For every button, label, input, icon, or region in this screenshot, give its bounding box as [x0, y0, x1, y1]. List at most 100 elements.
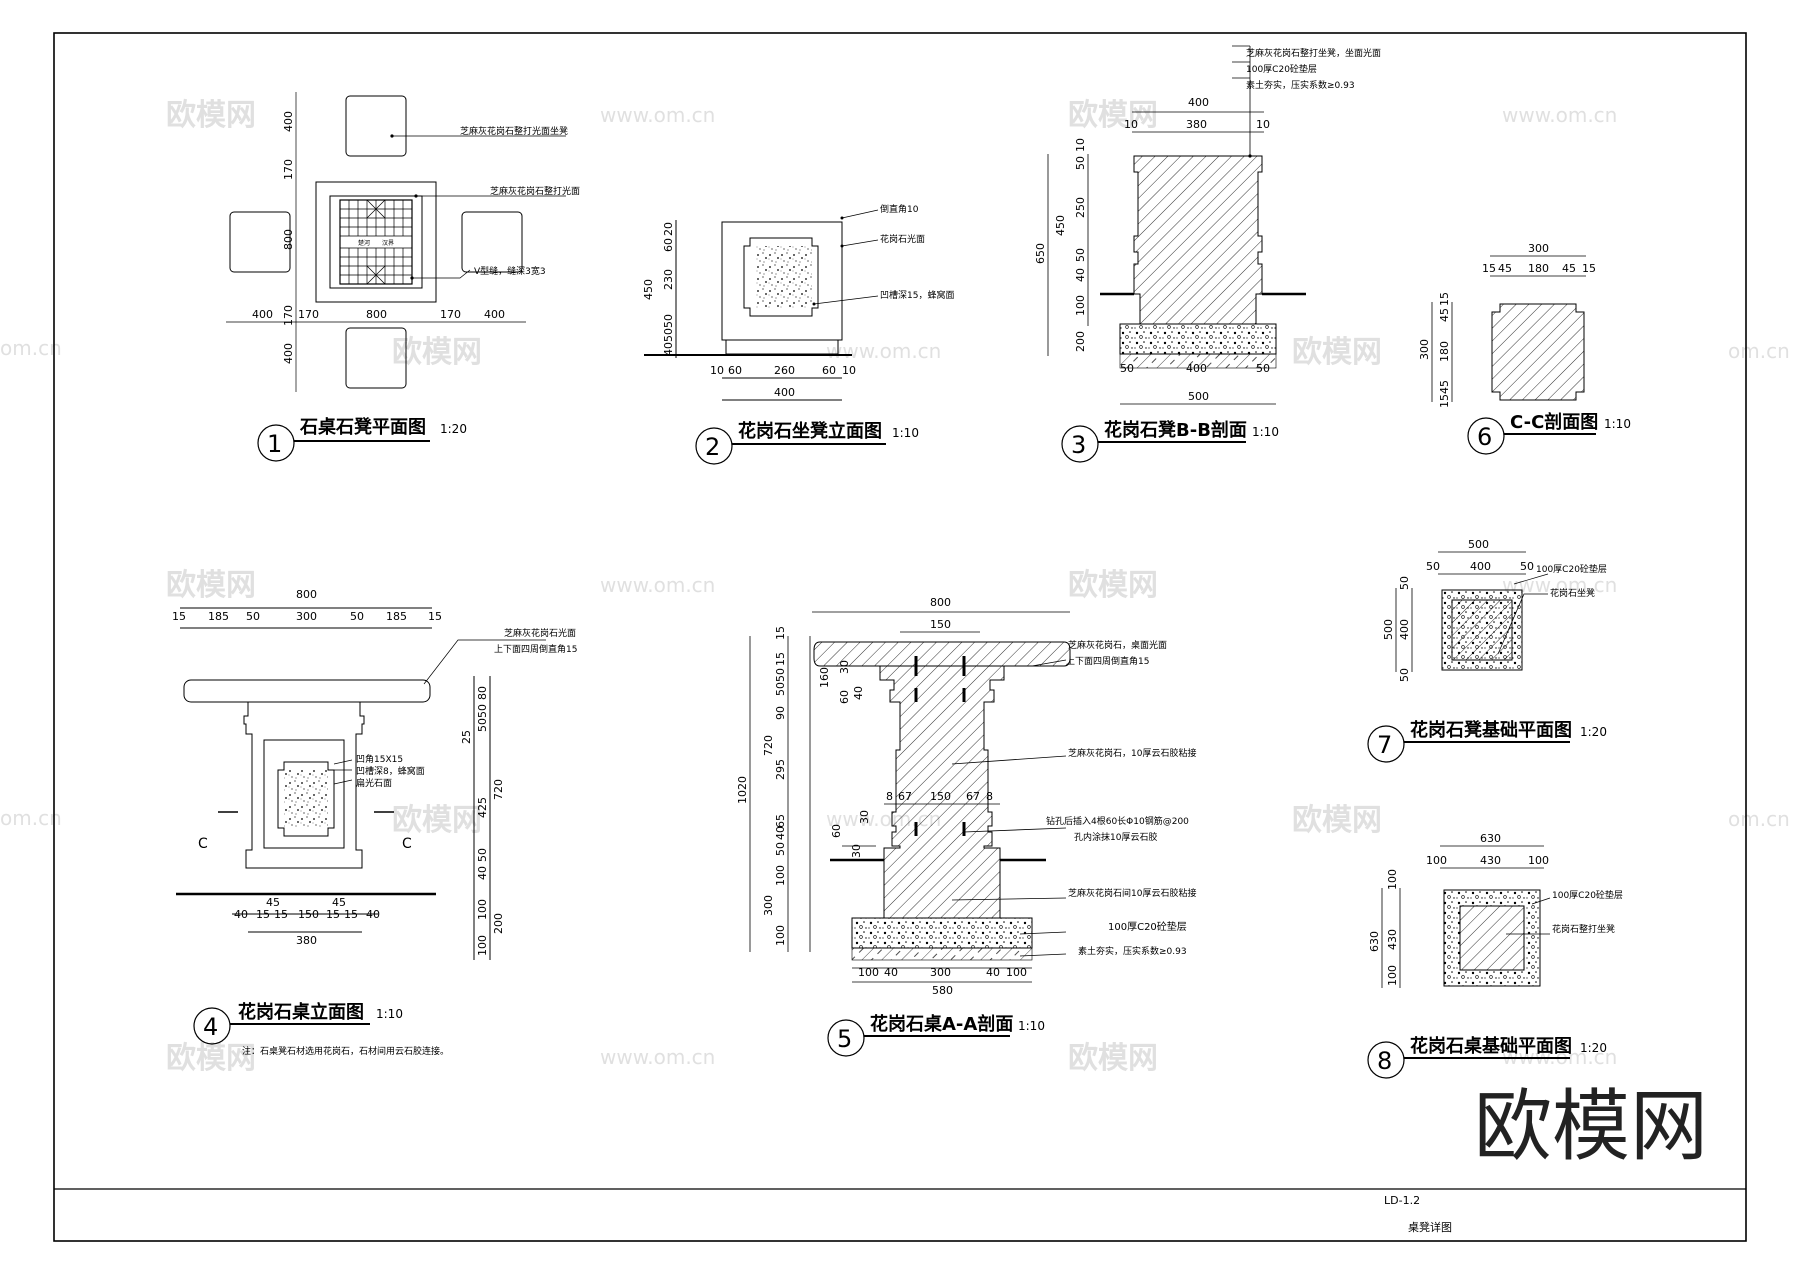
- dim-100: 100: [1528, 854, 1549, 867]
- watermark-brand: 欧模网: [166, 98, 256, 133]
- view-8-table-foundation: 630 100 430 100 100 430 100 630 100厚C20砼…: [1367, 832, 1623, 1079]
- dim-60: 60: [822, 364, 836, 377]
- label-corner: 凹角15X15: [356, 753, 403, 765]
- dim-200: 200: [1074, 331, 1087, 352]
- view-number-2: 2: [705, 433, 720, 461]
- view-1-plan: 400 170 800 170 400 400 170 800 170 400 …: [226, 92, 580, 462]
- dim-400: 400: [1186, 362, 1207, 375]
- view-number-5: 5: [837, 1025, 852, 1053]
- dim-10: 10: [1074, 138, 1087, 152]
- dim-40: 40: [1074, 268, 1087, 282]
- dim-300: 300: [1418, 339, 1431, 360]
- dim-250: 250: [1074, 197, 1087, 218]
- dim-800: 800: [930, 596, 951, 609]
- label-granite-face: 花岗石光面: [880, 233, 925, 245]
- cut-mark-c: C: [198, 836, 208, 852]
- dim-100: 100: [476, 935, 489, 956]
- label-compacted-soil: 素土夯实，压实系数≥0.93: [1078, 945, 1187, 957]
- dim-425: 425: [476, 797, 489, 818]
- label-granite-seat: 花岗石整打坐凳: [1552, 923, 1615, 935]
- dim-400: 400: [282, 343, 295, 364]
- watermark-brand: 欧模网: [166, 568, 256, 603]
- view-number-6: 6: [1477, 423, 1492, 451]
- dim-30: 30: [858, 810, 871, 824]
- view-5-table-section: 800 150 15 15 50 50 90 295 65 40 50 100 …: [736, 596, 1196, 1057]
- cut-mark-c: C: [402, 836, 412, 852]
- dim-230: 230: [662, 269, 675, 290]
- dim-260: 260: [774, 364, 795, 377]
- view-title-3: 花岗石凳B-B剖面: [1104, 419, 1247, 441]
- dim-300: 300: [296, 610, 317, 623]
- label-edge-chamfer: 上下面四周倒直角15: [1066, 655, 1149, 667]
- dim-90: 90: [774, 706, 787, 720]
- dim-40: 40: [774, 826, 787, 840]
- dim-50: 50: [350, 610, 364, 623]
- dim-630: 630: [1368, 931, 1381, 952]
- drawing-name: 桌凳详图: [1408, 1220, 1452, 1234]
- dim-450: 450: [1054, 215, 1067, 236]
- label-top-stone: 芝麻灰花岗石整打光面: [490, 185, 580, 197]
- label-c20-base: 100厚C20砼垫层: [1536, 563, 1607, 575]
- watermark-brand: 欧模网: [392, 803, 482, 838]
- view-number-4: 4: [203, 1013, 218, 1041]
- dim-100: 100: [1426, 854, 1447, 867]
- dim-40: 40: [852, 686, 865, 700]
- dim-630: 630: [1480, 832, 1501, 845]
- label-seat-stone: 芝麻灰花岗石整打光面坐凳: [460, 125, 568, 137]
- view-number-8: 8: [1377, 1047, 1392, 1075]
- dim-180: 180: [1438, 341, 1451, 362]
- dim-295: 295: [774, 759, 787, 780]
- dim-50: 50: [1398, 576, 1411, 590]
- dim-65: 65: [774, 814, 787, 828]
- dim-15: 15: [428, 610, 442, 623]
- view-scale-3: 1:10: [1252, 425, 1279, 439]
- dim-100: 100: [858, 966, 879, 979]
- watermark-brand-large: 欧模网: [1474, 1082, 1708, 1172]
- dim-100: 100: [1386, 869, 1399, 890]
- dim-10: 10: [1124, 118, 1138, 131]
- dim-100: 100: [1386, 965, 1399, 986]
- view-2-seat-elevation: 20 60 230 50 50 40 450 10 60 260 60 10 4…: [642, 203, 954, 465]
- dim-430: 430: [1386, 929, 1399, 950]
- dim-50: 50: [476, 704, 489, 718]
- label-stone-joint: 芝麻灰花岗石间10厚云石胶粘接: [1068, 887, 1196, 899]
- dim-15: 15: [1582, 262, 1596, 275]
- dim-15: 15: [774, 626, 787, 640]
- label-recess: 凹槽深8，蜂窝面: [356, 765, 425, 777]
- watermark-brand: 欧模网: [166, 1041, 256, 1076]
- watermark-site: om.cn: [0, 336, 62, 360]
- dim-160: 160: [818, 667, 831, 688]
- watermarks: 欧模网 欧模网 www.om.cn www.om.cn 欧模网 欧模网 om.c…: [0, 98, 1790, 1172]
- dim-45: 45: [1498, 262, 1512, 275]
- label-v-groove: V型缝，缝深3宽3: [474, 265, 546, 277]
- dim-50: 50: [246, 610, 260, 623]
- dim-800: 800: [366, 308, 387, 321]
- dim-1020: 1020: [736, 776, 749, 804]
- dim-50: 50: [476, 718, 489, 732]
- label-chu-he: 楚河: [358, 239, 370, 247]
- dim-580: 580: [932, 984, 953, 997]
- dim-170: 170: [282, 159, 295, 180]
- dim-45: 45: [1562, 262, 1576, 275]
- dim-30: 30: [850, 844, 863, 858]
- view-scale-1: 1:20: [440, 422, 467, 436]
- label-recess: 凹槽深15，蜂窝面: [880, 289, 954, 301]
- dim-100: 100: [1074, 295, 1087, 316]
- dim-45: 45: [332, 896, 346, 909]
- watermark-site: om.cn: [1728, 339, 1790, 363]
- dim-400: 400: [252, 308, 273, 321]
- view-3-seat-section: 400 10 380 10 10 50 250 50 40 100 200 45…: [1034, 45, 1381, 463]
- dim-300: 300: [1528, 242, 1549, 255]
- label-glue: 孔内涂抹10厚云石胶: [1074, 831, 1157, 843]
- dim-50: 50: [1074, 248, 1087, 262]
- watermark-site: www.om.cn: [826, 339, 941, 363]
- dim-50: 50: [1120, 362, 1134, 375]
- dim-60: 60: [838, 690, 851, 704]
- dim-40: 40: [476, 866, 489, 880]
- dim-15: 15: [1438, 394, 1451, 408]
- dim-100: 100: [476, 899, 489, 920]
- dim-500: 500: [1468, 538, 1489, 551]
- dim-185: 185: [386, 610, 407, 623]
- view-scale-6: 1:10: [1604, 417, 1631, 431]
